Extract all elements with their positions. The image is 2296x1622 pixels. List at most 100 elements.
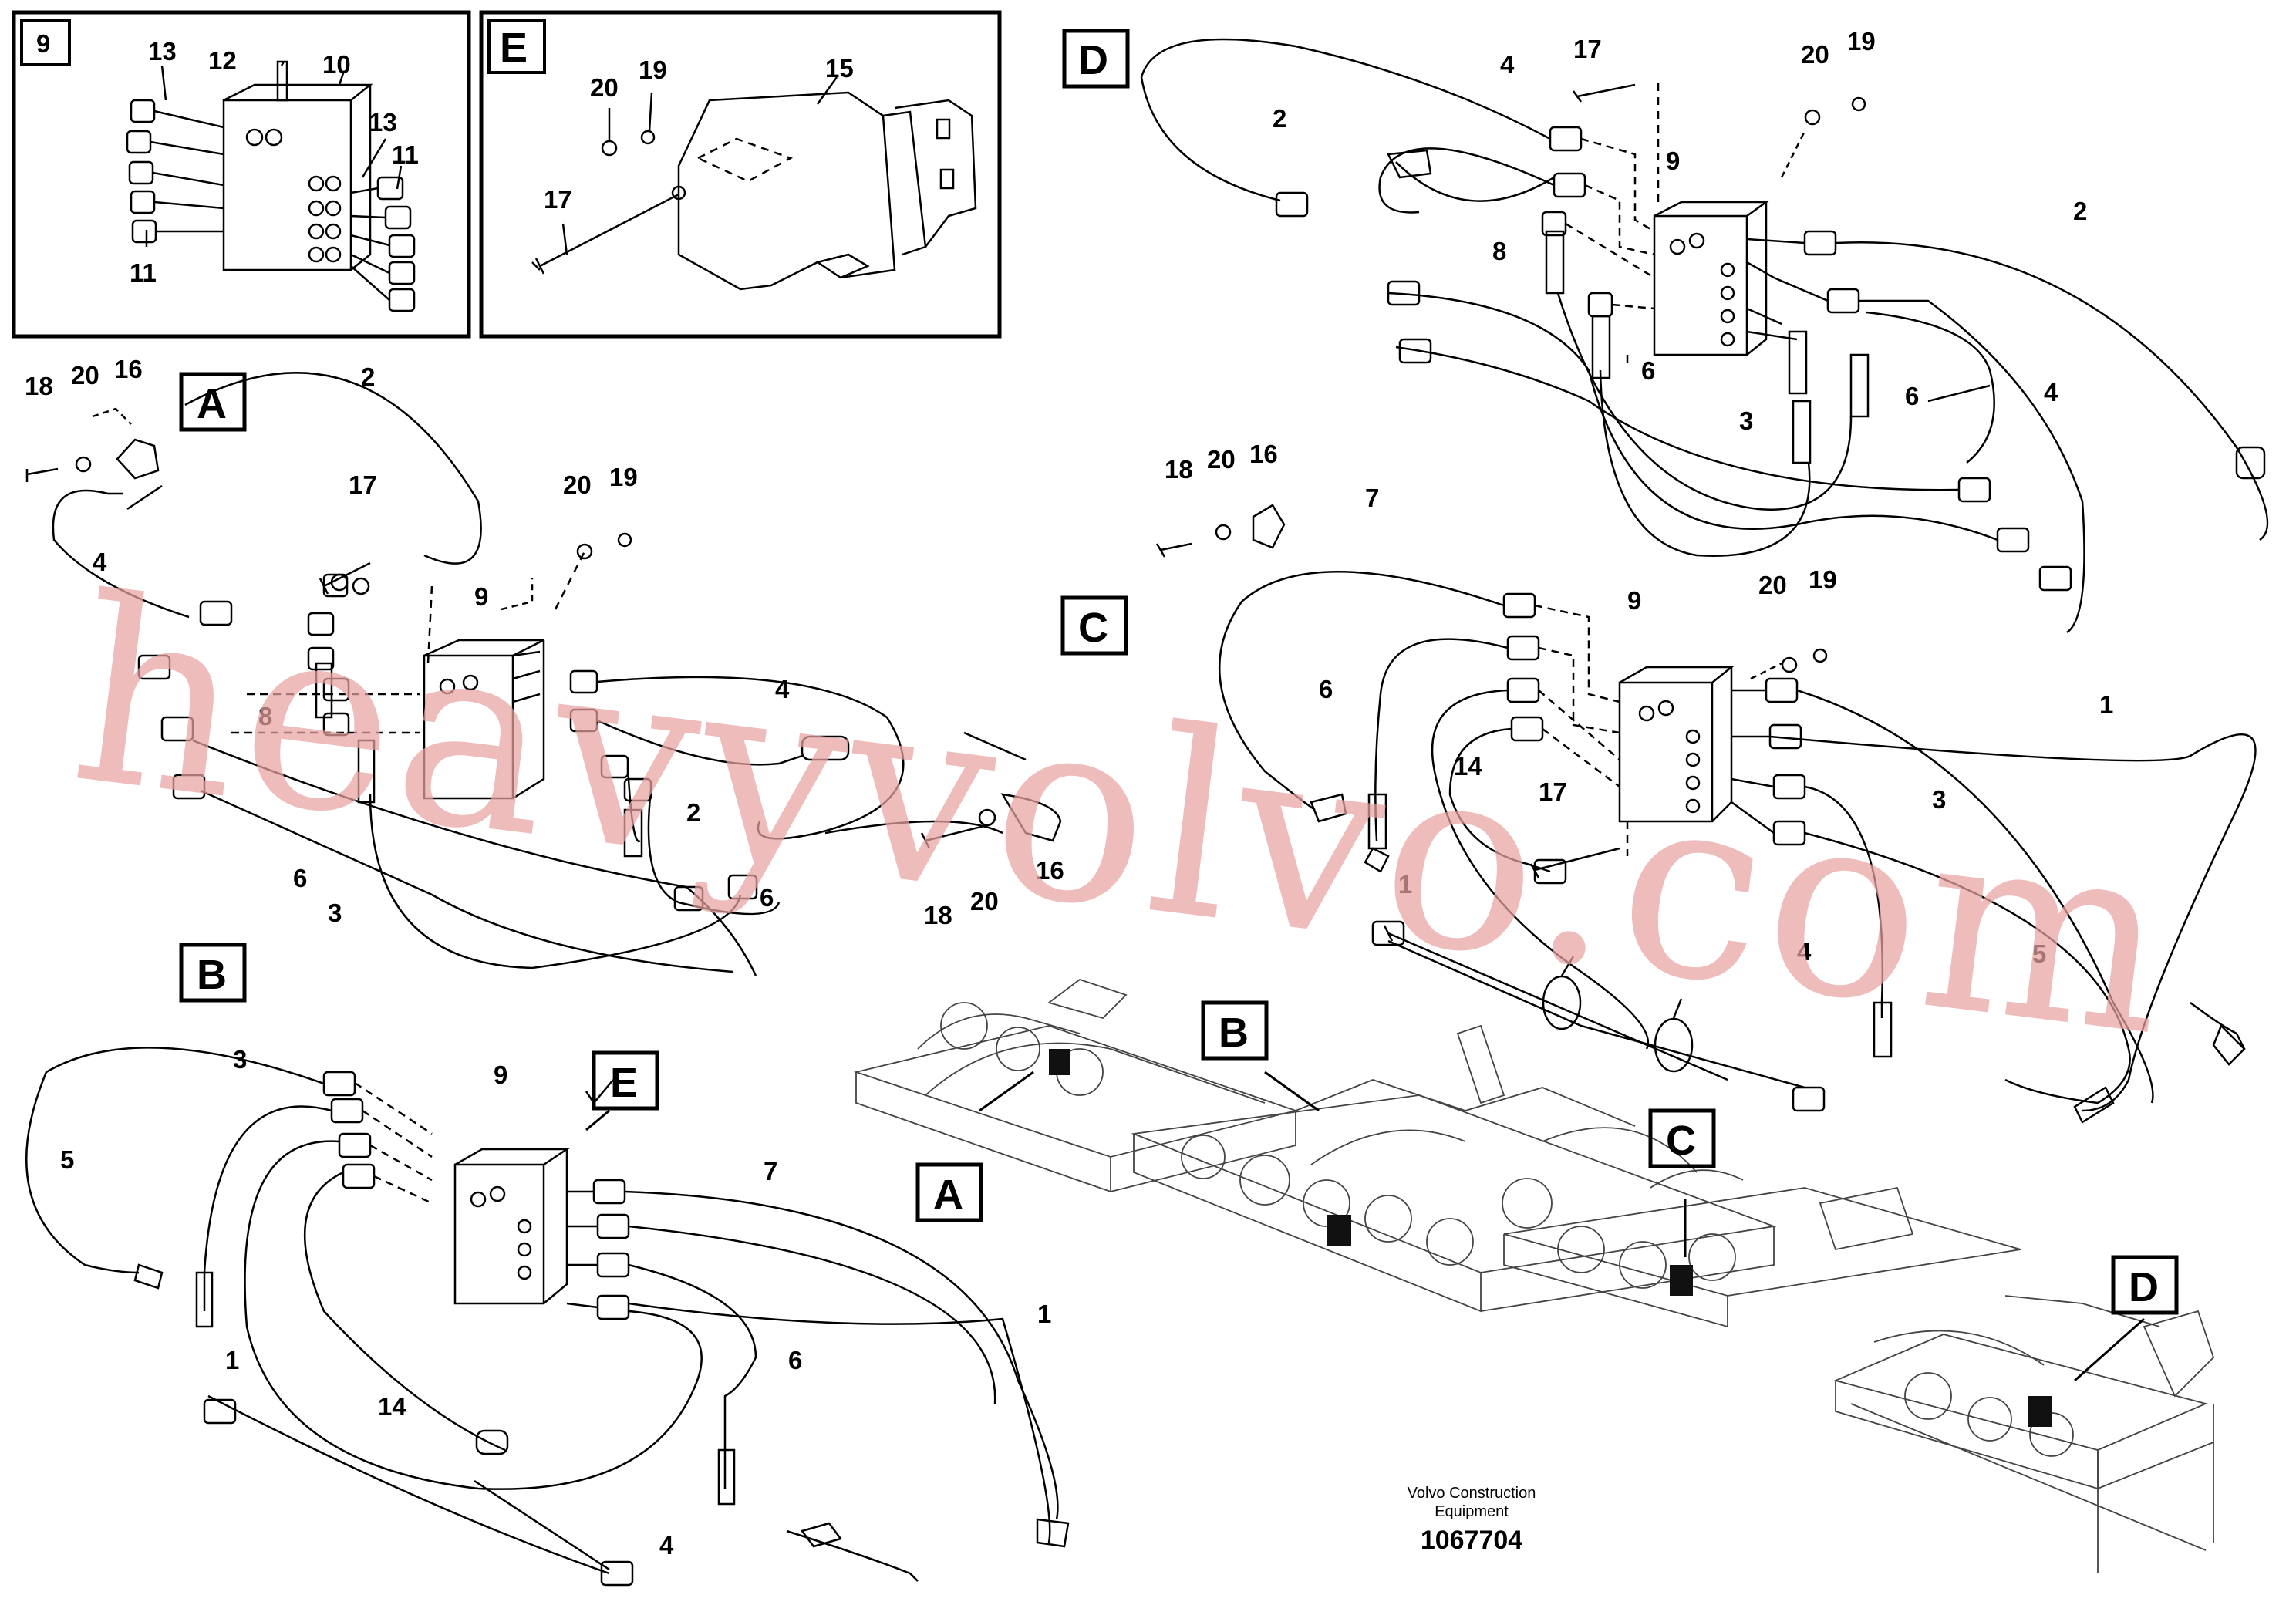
callout: 3 <box>1932 785 1946 814</box>
callout: 6 <box>1319 675 1333 703</box>
detail-E-washer-20 <box>601 140 618 157</box>
view-D-lines <box>1140 38 2269 634</box>
part-number: 1067704 <box>1421 1526 1522 1555</box>
callout: 5 <box>2032 939 2046 968</box>
bracket-15 <box>671 91 977 291</box>
callout: 4 <box>93 548 107 576</box>
callout: 2 <box>1273 104 1286 133</box>
callout: 4 <box>775 675 790 703</box>
callout: 6 <box>293 864 307 892</box>
caption-line-1: Volvo Construction <box>1408 1485 1536 1502</box>
callout: 4 <box>1500 50 1515 79</box>
detail-E-nut-19 <box>640 130 656 145</box>
callout: 3 <box>233 1045 247 1074</box>
callout: 13 <box>369 108 397 137</box>
callout: 13 <box>148 37 177 66</box>
callout: 7 <box>764 1157 777 1185</box>
callout: 20 <box>1758 571 1787 599</box>
overview-B-label: B <box>1219 1010 1249 1056</box>
callout: 9 <box>1627 586 1641 615</box>
callout: 16 <box>1249 440 1278 468</box>
view-A-lines <box>25 372 1062 976</box>
overview-leaders <box>979 1071 2145 1382</box>
view-C-lines <box>1155 504 2257 1124</box>
callout: 8 <box>1492 237 1506 265</box>
callout: 4 <box>1797 937 1812 966</box>
detail-E-leaders <box>561 76 838 255</box>
callout: 17 <box>544 185 572 214</box>
callout: 7 <box>1365 484 1379 512</box>
callout: 4 <box>2044 378 2058 406</box>
callout: 2 <box>686 798 700 827</box>
callout: 20 <box>1207 445 1236 474</box>
callout: 2 <box>361 363 375 391</box>
view-E-label: E <box>610 1060 638 1106</box>
view-B-label: B <box>197 952 227 998</box>
callout: 11 <box>130 258 157 287</box>
callout: 8 <box>258 702 272 730</box>
detail-9-tag <box>20 19 71 66</box>
callout: 4 <box>659 1531 674 1560</box>
callout: 19 <box>1809 565 1837 594</box>
callout: 17 <box>1539 777 1567 806</box>
callout: 9 <box>1666 147 1680 175</box>
callout: 19 <box>1847 27 1876 56</box>
callout: 2 <box>2073 197 2087 225</box>
detail-9-fittings-left <box>126 99 224 244</box>
view-B-tag-box <box>179 943 247 1003</box>
view-C-label: C <box>1078 605 1108 651</box>
callout: 17 <box>349 470 377 499</box>
view-D-tag-box <box>1062 29 1130 89</box>
callout: 18 <box>25 372 53 400</box>
callout: 20 <box>563 470 592 499</box>
callout: 14 <box>378 1392 406 1421</box>
callout: 12 <box>208 46 237 75</box>
callout: 6 <box>788 1346 802 1374</box>
detail-9-tag-label: 9 <box>36 29 50 58</box>
callout: 1 <box>2099 690 2113 719</box>
overview-C-label: C <box>1666 1118 1696 1164</box>
overview-D-tag-box <box>2111 1255 2179 1315</box>
callout: 9 <box>494 1061 507 1089</box>
callout: 6 <box>1905 382 1919 410</box>
detail-9-fittings-right <box>350 176 416 312</box>
view-E-tag-box <box>592 1050 659 1111</box>
callout: 3 <box>1739 406 1753 435</box>
callout: 16 <box>114 355 143 383</box>
callout: 1 <box>1398 870 1412 899</box>
callout: 6 <box>1641 356 1655 385</box>
machine-overview <box>853 978 2215 1573</box>
watermark-text: heavyvolvo.com <box>59 542 2187 1093</box>
callout: 10 <box>322 50 351 79</box>
view-D-label: D <box>1078 37 1108 83</box>
callout: 14 <box>1454 752 1482 781</box>
callout: 18 <box>924 901 952 929</box>
overview-B-tag-box <box>1201 1000 1269 1061</box>
callout: 6 <box>760 883 774 912</box>
callout: 1 <box>1037 1300 1051 1328</box>
view-C-tag-box <box>1060 595 1128 656</box>
callout: 11 <box>392 140 419 169</box>
detail-9-block <box>222 60 373 271</box>
detail-9-frame <box>12 10 471 339</box>
callout: 18 <box>1165 455 1193 484</box>
detail-E-tag-label: E <box>500 25 528 71</box>
overview-D-label: D <box>2129 1264 2159 1310</box>
detail-E-frame <box>479 10 1002 339</box>
callout: 9 <box>474 582 488 611</box>
callout: 19 <box>609 463 638 491</box>
view-A-tag-box <box>179 372 247 432</box>
callout: 3 <box>328 899 342 927</box>
detail-E-bolt-17 <box>531 193 679 275</box>
callout: 19 <box>639 56 667 84</box>
caption-line-2: Equipment <box>1435 1503 1509 1520</box>
detail-9-leaders <box>145 61 403 247</box>
callout: 16 <box>1036 856 1064 885</box>
callout: 20 <box>1801 40 1829 69</box>
callout: 20 <box>590 73 619 102</box>
callout: 20 <box>970 887 999 916</box>
assembly-clusters <box>1049 1049 2052 1427</box>
view-A-label: A <box>197 381 227 427</box>
detail-E-tag <box>487 19 546 74</box>
